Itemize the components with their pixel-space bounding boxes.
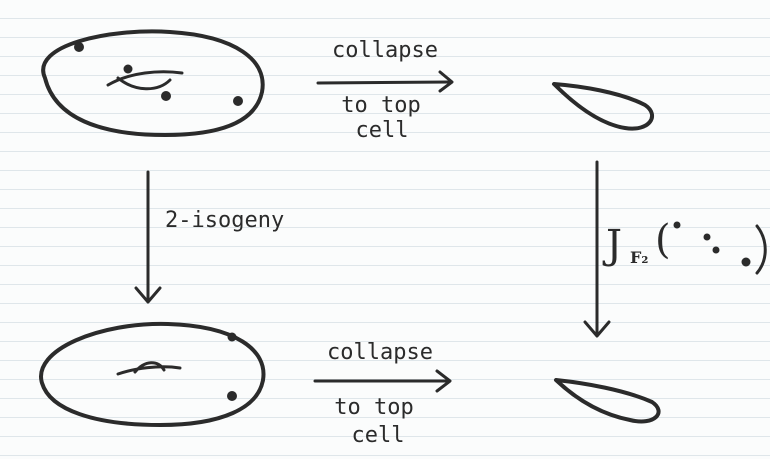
right-label-point-4 (742, 258, 751, 267)
torus-top-hole (108, 72, 182, 89)
torus-top-point-3 (161, 91, 171, 101)
torus-top-point-2 (124, 65, 133, 74)
top-arrow-label-line1: collapse (332, 40, 438, 62)
torus-top-point-4 (233, 96, 243, 106)
right-arrow-label-open-paren: ( (655, 220, 671, 260)
arrow-top (318, 72, 452, 91)
collapsed-top-right (554, 84, 652, 129)
arrow-bottom (315, 371, 450, 391)
right-arrow-label-j: J (606, 225, 622, 265)
left-arrow-label: 2-isogeny (165, 210, 284, 232)
arrow-top-shaft (318, 82, 450, 83)
torus-bottom-hole (118, 363, 180, 374)
right-arrow-label-subscript: F₂ (630, 250, 648, 266)
right-label-point-2 (704, 234, 711, 241)
collapsed-bottom-right (556, 380, 659, 421)
bottom-arrow-label-line2: to top (334, 397, 413, 419)
torus-top-point-1 (74, 42, 84, 52)
right-label-point-3 (713, 247, 720, 254)
arrow-left (136, 172, 160, 302)
right-label-close-paren (757, 226, 765, 273)
torus-bottom-point-2 (227, 391, 237, 401)
torus-top-left (43, 31, 263, 135)
bottom-arrow-label-line3: cell (352, 425, 405, 447)
top-arrow-label-line2: to top (341, 95, 420, 117)
right-label-point-1 (674, 222, 681, 229)
bottom-arrow-label-line1: collapse (327, 342, 433, 364)
torus-bottom-point-1 (228, 333, 237, 342)
torus-bottom-left (41, 324, 263, 425)
right-label-points (674, 222, 766, 274)
top-arrow-label-line3: cell (356, 120, 409, 142)
